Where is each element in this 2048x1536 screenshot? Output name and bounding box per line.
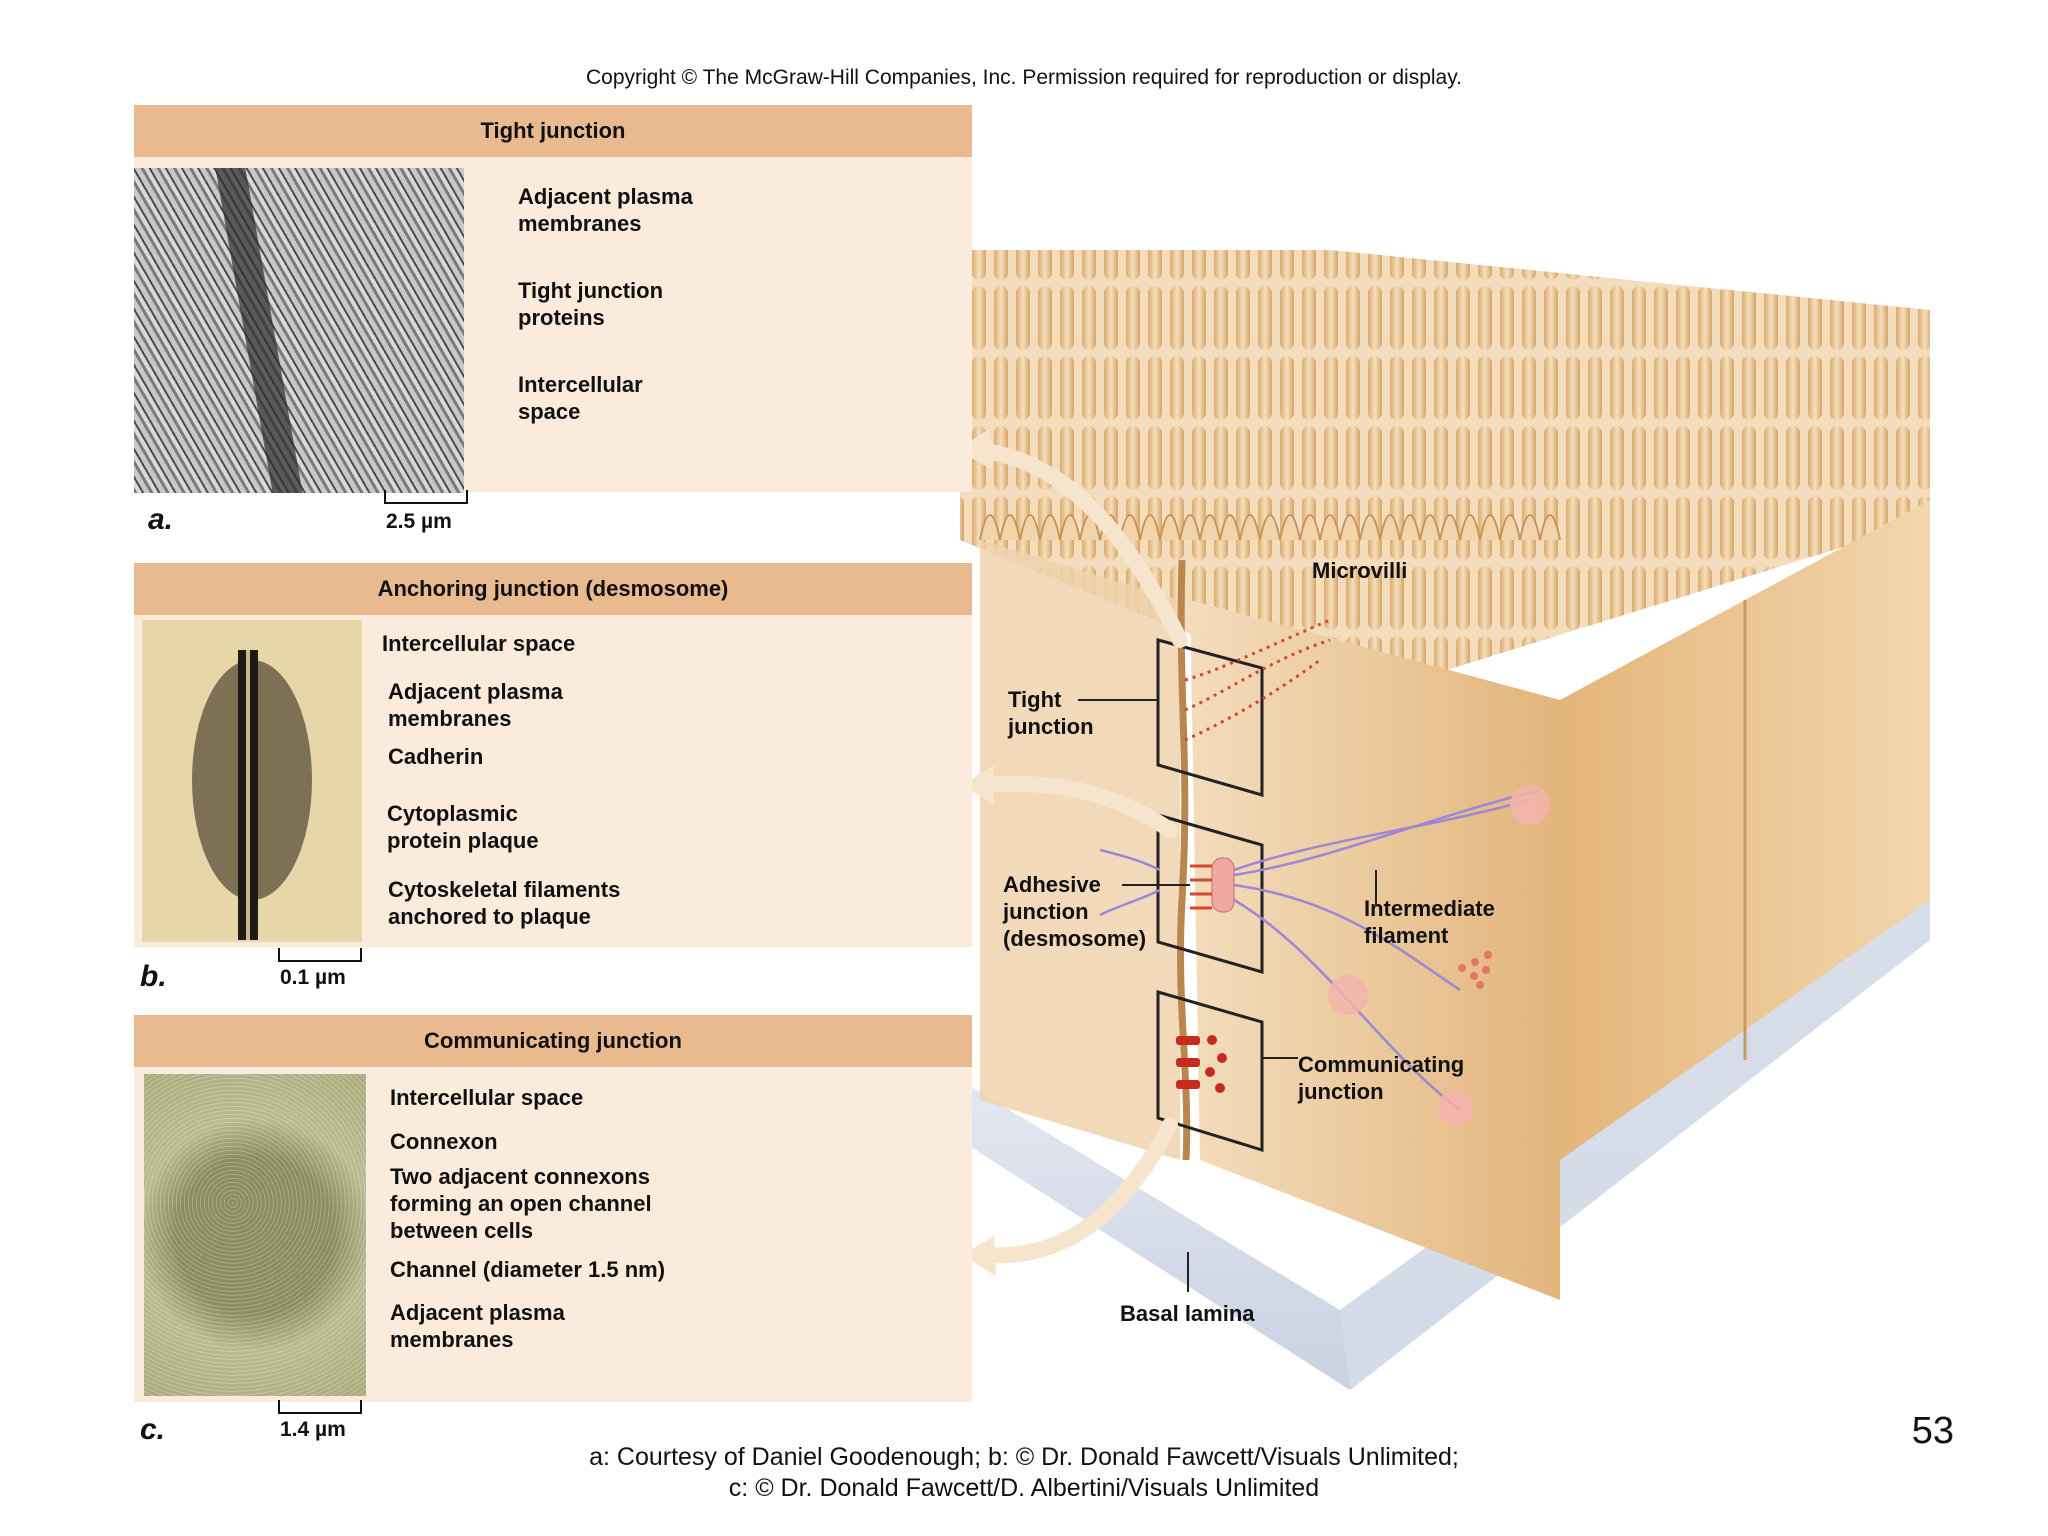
gap-junction-micrograph [144, 1074, 366, 1396]
scale-bar-c [278, 1400, 362, 1414]
scale-bar-a [384, 490, 468, 504]
label-basal-lamina: Basal lamina [1120, 1301, 1255, 1326]
label-connexon: Connexon [390, 1129, 498, 1154]
label-two-adjacent-connexons: Two adjacent connexons forming an open c… [390, 1164, 652, 1243]
cell-front-right [1190, 600, 1560, 1300]
label-adjacent-plasma-membranes-c: Adjacent plasma membranes [390, 1300, 565, 1352]
label-intercellular-space-b: Intercellular space [382, 631, 576, 656]
label-adhesive-junction: Adhesive junction (desmosome) [1003, 872, 1147, 951]
label-cadherin: Cadherin [388, 744, 484, 769]
panel-b-title: Anchoring junction (desmosome) [134, 563, 972, 615]
desmosome-micrograph [142, 620, 362, 942]
label-cytoskeletal-filaments: Cytoskeletal filaments anchored to plaqu… [388, 877, 621, 929]
label-intercellular-space-c: Intercellular space [390, 1085, 584, 1110]
panel-c-title: Communicating junction [134, 1015, 972, 1067]
credit-line-1: a: Courtesy of Daniel Goodenough; b: © D… [589, 1443, 1459, 1471]
panel-a-letter: a. [148, 503, 174, 536]
label-microvilli: Microvilli [1312, 558, 1408, 583]
label-cytoplasmic-protein-plaque: Cytoplasmic protein plaque [387, 801, 539, 853]
label-communicating-junction: Communicating junction [1298, 1052, 1465, 1104]
label-adjacent-plasma-membranes-b: Adjacent plasma membranes [388, 679, 563, 731]
tight-junction-micrograph [134, 168, 464, 493]
tight-junction-box [1156, 638, 1264, 797]
basal-lamina [960, 880, 1930, 1390]
scale-bar-b [278, 948, 362, 962]
cell-front-left [980, 540, 1180, 1160]
label-adjacent-plasma-membranes-a: Adjacent plasma membranes [518, 184, 693, 236]
label-tight-junction-main: Tight junction [1008, 687, 1094, 739]
scale-label-c: 1.4 µm [280, 1418, 346, 1441]
scale-label-b: 0.1 µm [280, 966, 346, 989]
label-tight-junction-proteins: Tight junction proteins [518, 278, 664, 330]
gap-junction-box [1156, 990, 1264, 1153]
panel-b-letter: b. [140, 960, 167, 993]
scale-label-a: 2.5 µm [386, 510, 452, 533]
desmosome-box [1156, 813, 1264, 974]
page-number: 53 [1911, 1410, 1954, 1452]
label-channel-diameter: Channel (diameter 1.5 nm) [390, 1257, 666, 1282]
label-intercellular-space-a: Intercellular space [518, 372, 643, 424]
credit-line-2: c: © Dr. Donald Fawcett/D. Albertini/Vis… [728, 1474, 1320, 1502]
panel-c-letter: c. [140, 1413, 166, 1446]
copyright-notice: Copyright © The McGraw-Hill Companies, I… [585, 66, 1463, 89]
panel-a-title: Tight junction [134, 105, 972, 157]
label-intermediate-filament: Intermediate filament [1364, 896, 1495, 948]
